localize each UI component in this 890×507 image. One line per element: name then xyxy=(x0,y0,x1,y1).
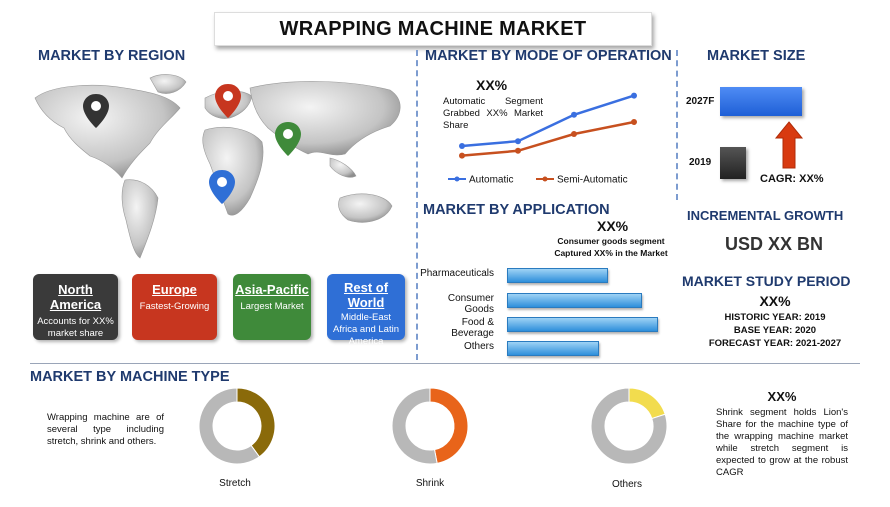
series-line-automatic xyxy=(461,94,635,148)
operation-note: Automatic Segment Grabbed XX% Market Sha… xyxy=(443,96,543,131)
map-greenland xyxy=(149,74,187,94)
region-card-text: Fastest-Growing xyxy=(139,301,210,312)
machine-description: Wrapping machine are of several type inc… xyxy=(47,412,164,447)
bar-label-pharmaceuticals: Pharmaceuticals xyxy=(420,268,494,279)
donut-stretch xyxy=(198,387,276,465)
donut-slice-remainder xyxy=(590,387,668,465)
series-line-semi-automatic xyxy=(461,120,635,157)
section-heading-growth: INCREMENTAL GROWTH xyxy=(687,208,844,223)
region-card-text: Largest Market xyxy=(240,301,304,312)
donut-label-others: Others xyxy=(611,479,642,490)
world-map xyxy=(34,74,401,259)
section-heading-study-period: MARKET STUDY PERIOD xyxy=(682,273,851,289)
map-asia xyxy=(249,81,401,156)
donut-slice-others xyxy=(628,387,666,420)
divider xyxy=(676,50,678,200)
donut-slice-remainder xyxy=(391,387,438,465)
map-south-america xyxy=(121,179,159,259)
region-card-text: Accounts for XX% market share xyxy=(37,316,114,339)
machine-value: XX% xyxy=(767,389,797,404)
bar-label-consumer-goods: Consumer Goods xyxy=(447,293,494,315)
study-value: XX% xyxy=(759,293,791,309)
size-bar-2019 xyxy=(720,147,747,179)
bar-food-beverage xyxy=(507,317,658,332)
map-australia xyxy=(338,193,393,223)
machine-note: Shrink segment holds Lion's Share for th… xyxy=(716,407,848,478)
donut-others xyxy=(590,387,668,465)
size-bar-2027 xyxy=(720,87,802,116)
donut-slice-stretch xyxy=(236,387,276,458)
application-value: XX% xyxy=(597,218,629,234)
section-heading-region: MARKET BY REGION xyxy=(38,48,186,64)
operation-value: XX% xyxy=(476,77,508,93)
legend-marker-semi-automatic xyxy=(542,176,548,182)
region-card-rest-of-world: Rest of World Middle-East Africa and Lat… xyxy=(327,274,405,347)
size-cagr: CAGR: XX% xyxy=(760,173,824,185)
map-africa xyxy=(202,127,264,216)
donut-shrink xyxy=(391,387,469,465)
application-note-line1: Consumer goods segment xyxy=(557,236,665,246)
operation-line-chart: Automatic Semi-Automatic xyxy=(448,92,637,186)
divider xyxy=(30,363,860,364)
legend-label-automatic: Automatic xyxy=(469,175,513,186)
donut-label-shrink: Shrink xyxy=(415,478,445,489)
line-point-automatic xyxy=(459,143,465,149)
line-point-automatic xyxy=(631,92,637,99)
study-base: BASE YEAR: 2020 xyxy=(733,325,817,336)
line-point-semi-automatic xyxy=(631,119,637,125)
pin-europe xyxy=(215,84,241,118)
legend-label-semi-automatic: Semi-Automatic xyxy=(557,175,628,186)
size-label-2019: 2019 xyxy=(689,157,712,168)
region-card-name: Europe xyxy=(152,282,197,297)
region-card-text: Middle-East Africa and Latin America xyxy=(332,312,399,347)
line-point-automatic xyxy=(571,111,577,118)
donut-slice-shrink xyxy=(429,387,469,464)
section-heading-machine-type: MARKET BY MACHINE TYPE xyxy=(30,369,230,385)
region-card-name: Rest of World xyxy=(343,280,389,310)
region-card-asia-pacific: Asia-Pacific Largest Market xyxy=(233,274,311,340)
section-heading-application: MARKET BY APPLICATION xyxy=(423,202,610,218)
region-card-north-america: North America Accounts for XX% market sh… xyxy=(33,274,118,340)
page-title: WRAPPING MACHINE MARKET xyxy=(214,12,652,46)
region-card-name: North America xyxy=(49,282,102,312)
line-point-automatic xyxy=(515,138,521,145)
study-historic: HISTORIC YEAR: 2019 xyxy=(724,312,826,323)
map-north-america xyxy=(34,84,181,179)
pin-north-america xyxy=(83,94,109,128)
study-forecast: FORECAST YEAR: 2021-2027 xyxy=(708,338,842,349)
section-heading-operation: MARKET BY MODE OF OPERATION xyxy=(425,48,672,64)
bar-label-others: Others xyxy=(463,341,494,352)
growth-value: USD XX BN xyxy=(725,234,824,254)
divider xyxy=(416,50,418,360)
line-point-semi-automatic xyxy=(571,131,577,137)
line-point-semi-automatic xyxy=(515,147,521,154)
bar-pharmaceuticals xyxy=(507,268,609,283)
donut-label-stretch: Stretch xyxy=(219,478,251,489)
bar-others xyxy=(507,341,599,356)
application-note-line2: Captured XX% in the Market xyxy=(554,248,668,258)
size-label-2027: 2027F xyxy=(686,96,715,107)
legend-marker-automatic xyxy=(454,176,460,182)
bar-consumer-goods xyxy=(507,293,643,308)
bar-label-food-beverage: Food & Beverage xyxy=(451,317,494,339)
growth-arrow-icon xyxy=(774,121,804,169)
region-card-europe: Europe Fastest-Growing xyxy=(132,274,217,340)
section-heading-market-size: MARKET SIZE xyxy=(707,48,806,64)
line-point-semi-automatic xyxy=(459,152,465,159)
pin-rest-of-world xyxy=(209,170,235,204)
donut-slice-remainder xyxy=(198,387,261,465)
map-southeast-asia xyxy=(329,157,357,178)
region-card-name: Asia-Pacific xyxy=(235,282,309,297)
pin-asia-pacific xyxy=(275,122,301,156)
